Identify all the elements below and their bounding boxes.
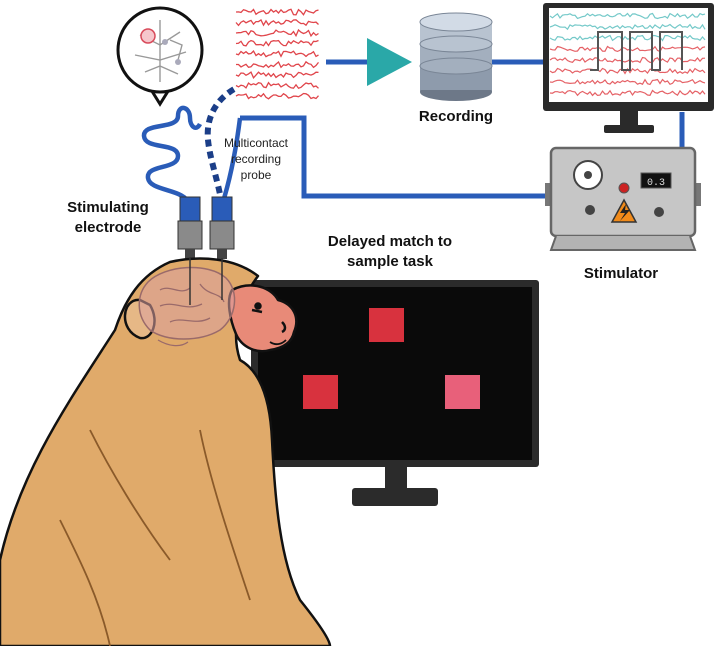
- signal-trace: [235, 8, 319, 16]
- probe-label-line3: probe: [241, 168, 272, 182]
- monitor-icon: [543, 3, 714, 133]
- stimulator-label: Stimulator: [584, 265, 658, 282]
- labels: Recording Multicontact recording probe S…: [67, 108, 658, 282]
- recorded-traces: [235, 8, 320, 100]
- sample-square: [369, 308, 404, 342]
- monitor-signal-trace: [549, 45, 706, 53]
- connector-stimulating: [177, 196, 203, 259]
- probe-label-line2: recording: [231, 152, 281, 166]
- monkey-face: [227, 284, 298, 353]
- neuron-icon: [134, 20, 187, 82]
- task-label-line2: sample task: [347, 253, 434, 270]
- stimulator-icon: 0.3: [545, 146, 701, 251]
- connector-recording: [209, 196, 235, 259]
- signal-trace: [235, 71, 319, 79]
- stimulating-electrode-label-line1: Stimulating: [67, 199, 149, 216]
- monitor-signal-trace: [549, 89, 706, 97]
- signal-trace: [236, 60, 320, 69]
- signal-trace: [235, 81, 319, 89]
- cables: [240, 59, 685, 199]
- stimulating-electrode-label-line2: electrode: [75, 219, 142, 236]
- stimulating-electrode-lead: [141, 105, 203, 207]
- signal-trace: [235, 92, 319, 100]
- database-icon: [419, 12, 493, 101]
- recording-label: Recording: [419, 108, 493, 125]
- monitor-pulse-train: [590, 31, 683, 71]
- match-square-right: [445, 375, 480, 409]
- monitor-signal-trace: [549, 23, 706, 31]
- monitor-traces: [549, 12, 706, 97]
- brain-overlay: [138, 258, 236, 347]
- high-voltage-icon: [610, 198, 638, 223]
- monitor-signal-trace: [549, 78, 706, 86]
- task-label-line1: Delayed match to: [328, 233, 452, 250]
- amplifier-icon: [367, 38, 412, 86]
- monkey: [0, 257, 332, 646]
- stimulator-display: 0.3: [647, 178, 665, 189]
- signal-trace: [235, 39, 319, 47]
- probe-label-line1: Multicontact: [224, 136, 289, 150]
- signal-trace: [235, 50, 319, 58]
- task-monitor: [251, 280, 539, 506]
- monitor-signal-trace: [549, 56, 706, 64]
- monitor-signal-trace: [549, 34, 706, 42]
- monitor-signal-trace: [549, 12, 706, 20]
- signal-trace: [235, 28, 319, 38]
- cable-probe-to-stimulator: [240, 115, 551, 199]
- signal-trace: [235, 19, 319, 27]
- monitor-signal-trace: [549, 67, 706, 75]
- match-square-left: [303, 375, 338, 409]
- neuron-bubble: [116, 6, 204, 107]
- recording-probe-lead: [204, 85, 238, 206]
